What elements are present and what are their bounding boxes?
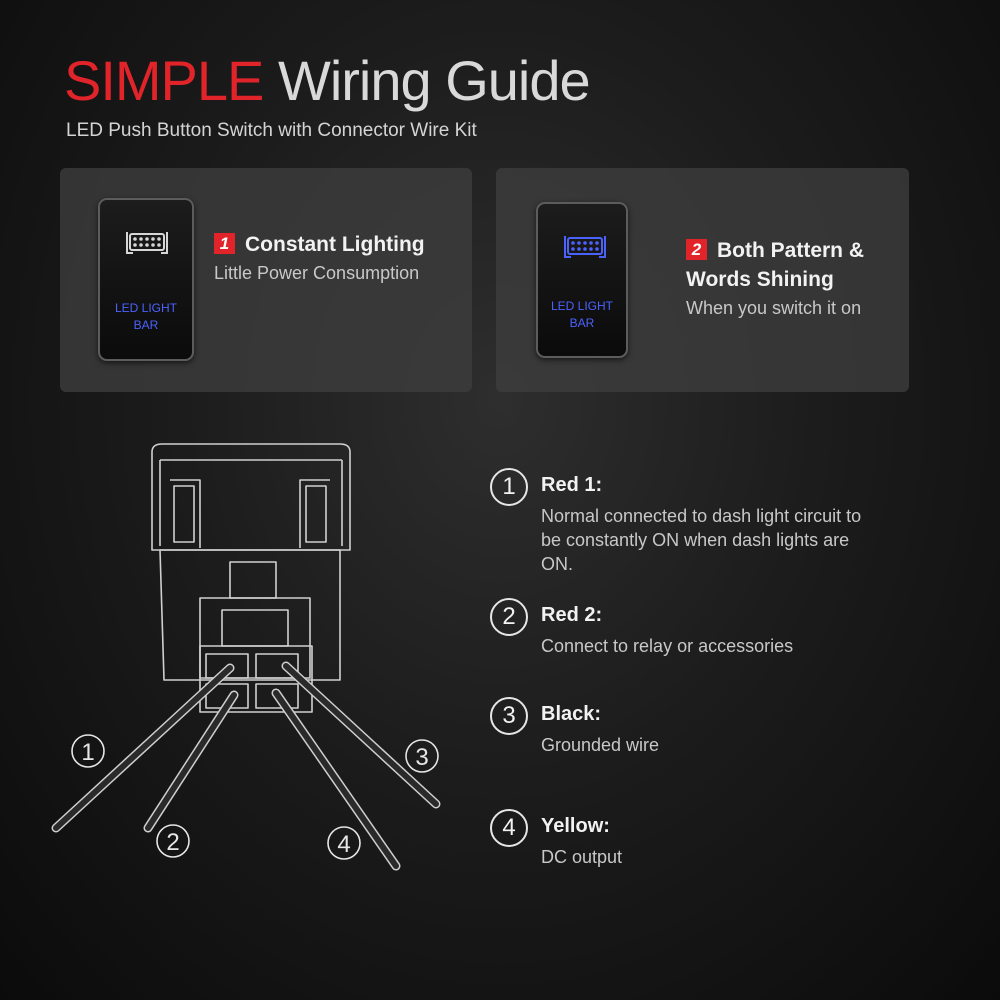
switch-label: LED LIGHT BAR: [114, 301, 177, 332]
wire-name: Red 2:: [541, 604, 603, 626]
title-accent: SIMPLE: [64, 49, 264, 112]
switch-cap-outline: [151, 443, 351, 551]
switch-body-outline: [159, 549, 341, 681]
wire-marker-1: [71, 734, 105, 768]
rocker-switch-image: LED LIGHT BAR: [536, 202, 628, 358]
page-title: SIMPLE Wiring Guide: [64, 48, 591, 113]
rocker-switch-image: LED LIGHT BAR: [98, 198, 194, 361]
pin-slot-2: [255, 653, 299, 679]
title-rest: Wiring Guide: [263, 49, 591, 112]
wire-description: Normal connected to dash light circuit t…: [541, 506, 862, 574]
wire-marker-label-1: 1: [81, 739, 94, 766]
wire-marker-label-4: 4: [337, 831, 350, 858]
wire-number-circle: 2: [490, 598, 528, 636]
pin-slot-4: [255, 683, 299, 709]
wire-name: Black:: [541, 703, 602, 725]
wire-name: Red 1:: [541, 474, 603, 496]
clip-right: [305, 485, 327, 543]
body-plate: [199, 597, 311, 679]
feature-description: Little Power Consumption: [214, 263, 420, 283]
feature-number-badge: 2: [686, 239, 707, 260]
wire-marker-label-3: 3: [415, 744, 428, 771]
page-subtitle: LED Push Button Switch with Connector Wi…: [66, 120, 477, 141]
switch-cap-inner: [159, 459, 343, 546]
wire-description: Connect to relay or accessories: [541, 636, 794, 656]
switch-wiring-diagram: 1 2 3 4: [51, 443, 441, 871]
wire-number-circle: 3: [490, 697, 528, 735]
light-bar-icon: [126, 232, 168, 254]
light-bar-icon: [564, 236, 606, 258]
pin-slot-1: [205, 653, 249, 679]
body-tab: [229, 561, 277, 599]
wire-number-circle: 1: [490, 468, 528, 506]
wire-description: Grounded wire: [541, 735, 660, 755]
wire-marker-label-2: 2: [166, 829, 179, 856]
feature-description: When you switch it on: [686, 298, 862, 318]
wire-number-circle: 4: [490, 809, 528, 847]
wire-marker-3: [405, 739, 439, 773]
clip-left: [173, 485, 195, 543]
wire-name: Yellow:: [541, 815, 610, 837]
wire-description: DC output: [541, 847, 623, 867]
feature-number-badge: 1: [214, 233, 235, 254]
body-center-block: [221, 609, 289, 647]
wire-marker-2: [156, 824, 190, 858]
connector-outline: [199, 645, 313, 713]
switch-label: LED LIGHT BAR: [550, 299, 613, 330]
wire-marker-4: [327, 826, 361, 860]
